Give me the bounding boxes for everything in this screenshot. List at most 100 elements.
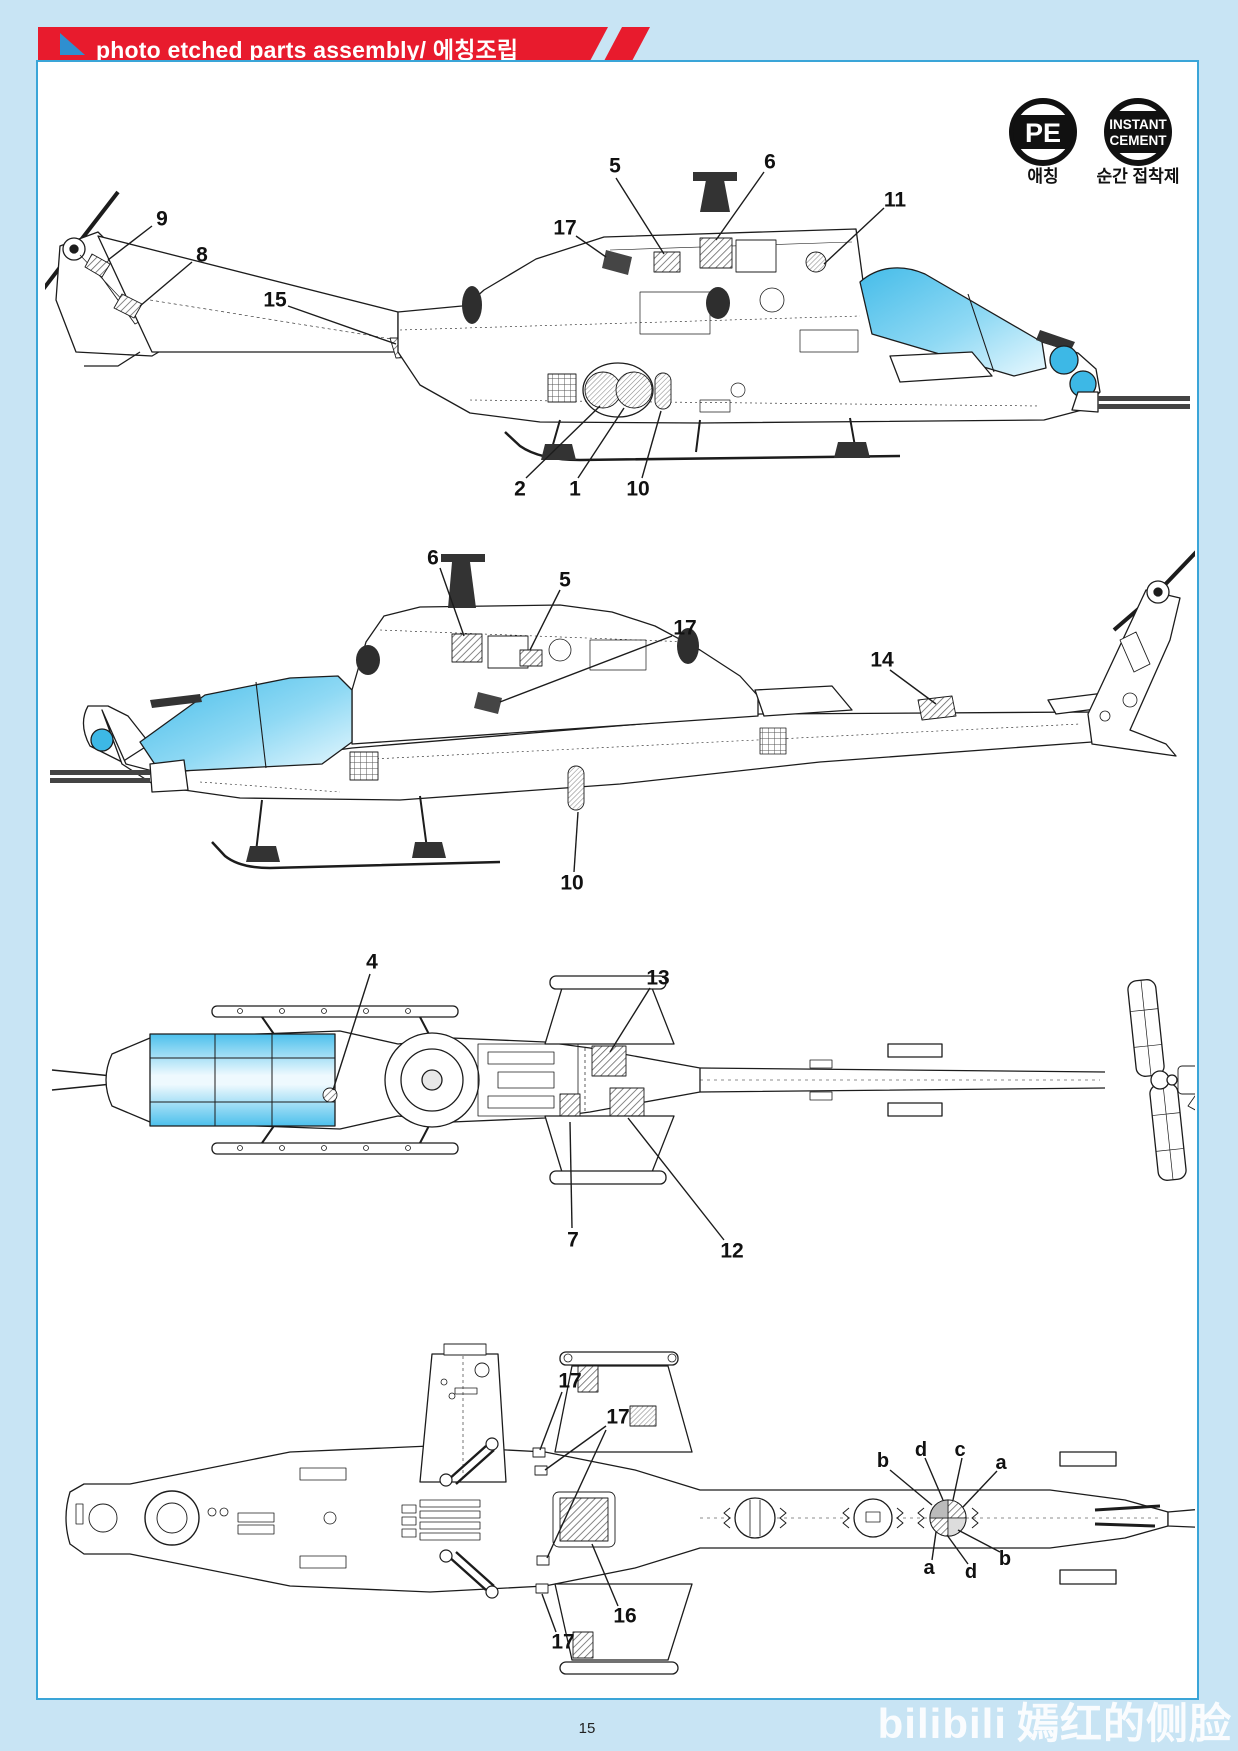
skid-tubes: [211, 1005, 459, 1155]
pe-patch-14: [917, 695, 957, 721]
pe-clip-targets: [532, 1447, 616, 1594]
canopy: [139, 675, 353, 773]
landing-skids: [211, 795, 501, 870]
pe-patch-16: [559, 1497, 609, 1542]
nose-slash: [150, 694, 202, 708]
diagram-bottom-view: [45, 1270, 1195, 1682]
callout-d1-2: 2: [514, 477, 526, 501]
diagram-left-side-view: [45, 505, 1195, 895]
right-side-drawing: [45, 171, 1190, 479]
callout-d4-b2: b: [998, 1548, 1012, 1570]
engine-intake: [706, 287, 730, 319]
header-slash-stripe: [604, 27, 650, 61]
nose-sensors: [1036, 330, 1097, 398]
bottom-view-drawing: [65, 1343, 1195, 1675]
engine-exhaust: [462, 286, 482, 324]
callout-d1-5: 5: [609, 154, 621, 178]
pe-badge: PE: [1009, 98, 1077, 166]
pe-patch-9: [84, 253, 111, 278]
nose-sensor: [90, 728, 114, 752]
callout-d4-a1: a: [995, 1452, 1007, 1474]
pe-badge-caption: 애칭: [1027, 167, 1058, 186]
left-side-drawing: [50, 550, 1195, 873]
callout-d4-d2: d: [964, 1561, 978, 1583]
pe-patch-4: [322, 1087, 338, 1103]
instant-cement-badge: INSTANT CEMENT: [1104, 98, 1172, 166]
cement-badge-line1: INSTANT: [1109, 117, 1167, 132]
pe-patch-5: [519, 649, 543, 667]
diagram-top-view: [45, 895, 1195, 1270]
callout-d1-10: 10: [626, 477, 650, 501]
symbol-badges: PE INSTANT CEMENT 애칭 순간 접착제: [1009, 98, 1180, 186]
stub-wing: [754, 685, 853, 717]
pe-patch-6: [699, 237, 733, 269]
diagram-right-side-view: [45, 85, 1195, 505]
callout-d2-10: 10: [560, 871, 584, 895]
pe-swatch-17a: [577, 1365, 599, 1393]
roof-exhaust-stack: [693, 172, 737, 212]
roof-exhaust-stack: [441, 554, 485, 608]
tail-tip: [1059, 1451, 1195, 1585]
callout-d4-b1: b: [876, 1450, 890, 1472]
pe-badge-label: PE: [1025, 118, 1061, 148]
leader-lines: [332, 973, 725, 1241]
callout-d4-17b: 17: [606, 1405, 630, 1429]
skid-struts: [439, 1437, 499, 1599]
side-vents: [547, 362, 672, 418]
main-rotor: [384, 1032, 480, 1128]
tail-boom: [699, 1043, 1106, 1117]
tail-rotor-group: [1087, 550, 1195, 757]
page-title: photo etched parts assembly/ 에칭조립: [96, 37, 519, 63]
callout-d4-16: 16: [613, 1604, 637, 1628]
pe-swatch-17c: [572, 1631, 594, 1659]
callout-d1-9: 9: [156, 207, 168, 231]
callout-d3-13: 13: [646, 966, 670, 990]
pe-sector-circle: [917, 1499, 979, 1537]
pe-patch-12: [609, 1087, 645, 1119]
callout-d1-6: 6: [764, 150, 776, 174]
gun-turret: [50, 759, 189, 793]
boom-features: [723, 1497, 904, 1539]
engine-intake: [356, 645, 380, 675]
pe-patch-11: [805, 251, 827, 273]
callout-d1-1: 1: [569, 477, 581, 501]
watermark-logo: bilibili: [877, 1700, 1007, 1747]
tail-fin-projection: [419, 1343, 507, 1483]
cement-badge-caption: 순간 접착제: [1097, 167, 1180, 186]
callout-d2-17: 17: [673, 616, 697, 640]
pe-patch-13: [591, 1045, 627, 1077]
callout-d4-17a: 17: [558, 1369, 582, 1393]
callout-d4-a2: a: [923, 1557, 935, 1579]
cement-badge-line2: CEMENT: [1110, 133, 1168, 148]
top-view-drawing: [51, 973, 1195, 1241]
callout-d2-14: 14: [870, 648, 894, 672]
pe-patch-5: [653, 251, 681, 273]
callout-d2-5: 5: [559, 568, 571, 592]
pe-swatch-17b: [629, 1405, 657, 1427]
callout-d1-8: 8: [196, 243, 208, 267]
callout-d1-15: 15: [263, 288, 287, 312]
fuselage: [65, 1422, 1169, 1614]
pe-patch-8: [113, 293, 143, 319]
tail-rotor: [1127, 979, 1195, 1181]
canopy: [859, 267, 1047, 377]
callout-d3-12: 12: [720, 1239, 744, 1263]
header-band: [38, 27, 650, 61]
callout-d4-d1: d: [914, 1439, 928, 1461]
engine-deck: [477, 1043, 579, 1117]
watermark-name: 嫣红的侧脸: [1016, 1700, 1232, 1747]
landing-skids: [504, 417, 901, 462]
engine-exhaust: [677, 628, 699, 664]
pe-patch-6: [451, 633, 483, 663]
header-red-band: [38, 27, 608, 61]
callout-d1-17: 17: [553, 216, 577, 240]
callout-d2-6: 6: [427, 546, 439, 570]
leader-lines: [439, 567, 937, 873]
callout-d1-11: 11: [883, 188, 907, 212]
callout-d3-4: 4: [366, 950, 378, 974]
stub-wing: [889, 351, 993, 383]
leader-lines: [539, 1391, 1001, 1633]
pe-patch-10: [567, 765, 585, 811]
callout-d4-c1: c: [954, 1439, 966, 1461]
